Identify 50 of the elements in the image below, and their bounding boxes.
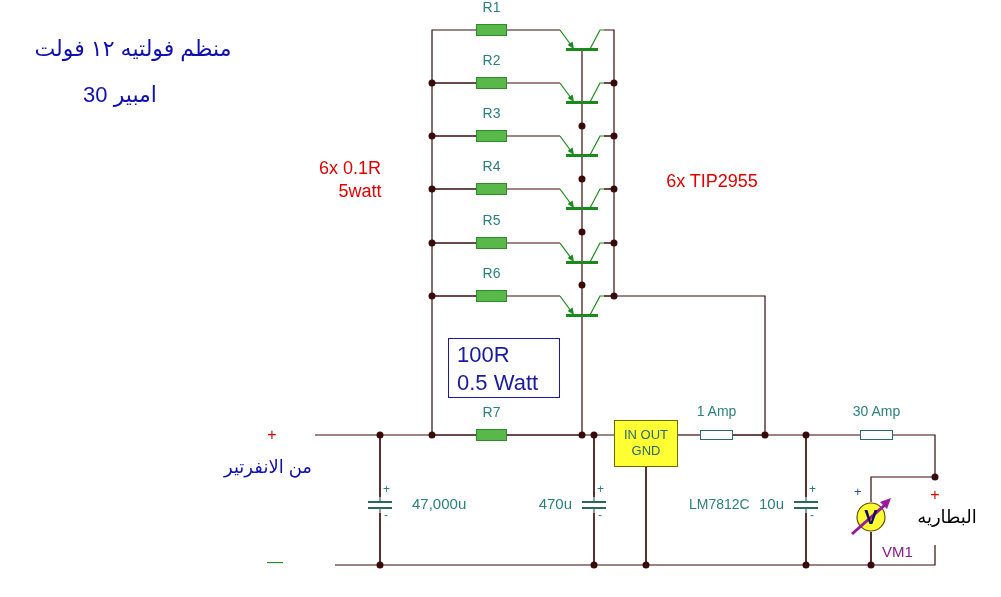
battery-label: البطاريه (916, 507, 978, 528)
polarity-mark: — (266, 553, 284, 572)
wire (506, 188, 561, 190)
resistor-spec: 6x 0.1R (317, 158, 382, 179)
polarity-mark: + (597, 483, 604, 497)
component-value: 470u (537, 495, 572, 513)
component-label: R4 (481, 158, 502, 175)
transistor-spec: 6x TIP2955 (665, 171, 759, 192)
component-label: R3 (481, 105, 502, 122)
polarity-mark: - (384, 509, 388, 523)
wire (379, 434, 477, 498)
current-rating: 30 Amp (851, 403, 902, 420)
title-text: منظم فولتيه ١٢ فولت (33, 36, 233, 62)
wire (334, 512, 381, 566)
wire (677, 434, 701, 436)
polarity-mark: + (383, 483, 390, 497)
wire (506, 82, 561, 84)
wire (870, 531, 936, 566)
note-box: 100R 0.5 Watt (448, 338, 560, 398)
wire (506, 295, 561, 297)
polarity-mark: + (266, 426, 278, 445)
component-value: 47,000u (412, 495, 468, 513)
title-text: امبير 30 (82, 82, 158, 108)
wire (805, 434, 861, 498)
component-label: R7 (481, 404, 502, 421)
wire (870, 434, 936, 503)
component-label: R1 (481, 0, 502, 16)
wire (581, 101, 583, 156)
wire (581, 48, 583, 103)
polarity-mark: + (929, 486, 941, 505)
polarity-mark: - (810, 509, 814, 523)
component-label: VM1 (882, 543, 913, 561)
input-label: من الانفرتير (222, 457, 313, 478)
component-label: R2 (481, 52, 502, 69)
polarity-mark: + (854, 485, 862, 500)
wire (506, 135, 561, 137)
wire (506, 242, 561, 244)
component-label: R6 (481, 265, 502, 282)
current-rating: 1 Amp (695, 403, 738, 420)
component-label: R5 (481, 212, 502, 229)
part-number: LM7812C (689, 496, 750, 513)
wire (506, 29, 561, 31)
polarity-mark: + (809, 483, 816, 497)
regulator-block: IN OUT GND (614, 420, 678, 467)
wire (581, 154, 583, 209)
wire (581, 207, 583, 263)
polarity-mark: - (598, 509, 602, 523)
wire (593, 434, 615, 498)
resistor-spec: 5watt (337, 181, 383, 202)
wire (581, 261, 583, 316)
